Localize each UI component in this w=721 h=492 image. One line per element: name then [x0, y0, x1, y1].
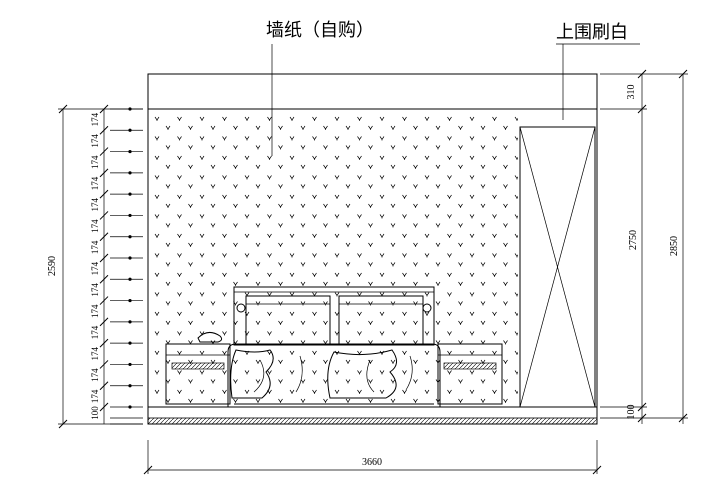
right-bottom-label: 100	[626, 405, 637, 420]
left-height-label: 2590	[47, 256, 58, 276]
chain-segment-label: 174	[90, 325, 100, 339]
left-bottom-label: 100	[90, 406, 100, 420]
width-dimension	[143, 440, 602, 475]
right-dimensions	[600, 69, 688, 424]
right-top-label: 310	[626, 85, 637, 100]
chain-segment-label: 174	[90, 176, 100, 190]
chain-tick-dot	[128, 192, 132, 196]
chain-segment-label: 174	[90, 219, 100, 233]
right-total-label: 2850	[669, 236, 680, 256]
left-chain-dimension	[99, 104, 143, 425]
chain-tick	[99, 338, 109, 348]
chain-segment-label: 174	[90, 283, 100, 297]
chain-tick	[99, 232, 109, 242]
chain-tick-dot	[128, 320, 132, 324]
chain-tick	[99, 125, 109, 135]
wardrobe-panel	[519, 126, 596, 408]
right-middle-label: 2750	[628, 230, 639, 250]
chain-tick	[99, 253, 109, 263]
chain-tick-dot	[128, 213, 132, 218]
chain-tick-dot	[128, 171, 132, 175]
left-nightstand	[165, 332, 231, 405]
chain-tick	[99, 402, 109, 412]
chain-segment-label: 174	[90, 134, 100, 148]
right-nightstand	[437, 343, 503, 405]
chain-segment-label: 174	[90, 389, 100, 403]
chain-segment-label: 174	[90, 261, 100, 275]
chain-segment-label: 174	[90, 304, 100, 318]
chain-segment-label: 174	[90, 240, 100, 254]
chain-tick-dot	[128, 405, 132, 409]
chain-tick	[99, 104, 109, 114]
chain-tick	[99, 317, 109, 327]
chain-tick	[99, 360, 109, 369]
chain-tick	[99, 296, 109, 305]
chain-segment-label: 174	[90, 112, 100, 126]
chain-tick-dot	[128, 128, 132, 132]
chain-tick-dot	[128, 362, 132, 367]
chain-tick-dot	[128, 277, 132, 281]
left-height-dimension	[58, 104, 143, 429]
chain-segment-label: 174	[90, 198, 100, 212]
headboard	[233, 286, 435, 346]
width-dimension-label: 3660	[362, 457, 382, 468]
chain-tick	[99, 274, 109, 284]
chain-tick	[99, 189, 109, 199]
wallpaper-label: 墙纸（自购）	[266, 20, 374, 41]
chain-segment-label: 174	[90, 368, 100, 382]
chain-tick-dot	[128, 384, 132, 388]
chain-tick-dot	[128, 256, 132, 260]
chain-tick-dot	[128, 235, 132, 239]
chain-tick	[99, 211, 109, 220]
chain-tick-dot	[128, 149, 132, 154]
wallpaper-area	[150, 112, 518, 406]
chain-segment-label: 174	[90, 347, 100, 361]
chain-segment-label: 174	[90, 155, 100, 169]
chain-tick	[99, 147, 109, 156]
chain-tick	[99, 168, 109, 178]
ceiling-label: 上围刷白	[556, 22, 628, 43]
chain-tick-dot	[128, 298, 132, 303]
chain-tick	[99, 381, 109, 391]
chain-tick-dot	[128, 341, 132, 345]
chain-tick-dot	[128, 107, 132, 111]
bed	[227, 343, 441, 408]
